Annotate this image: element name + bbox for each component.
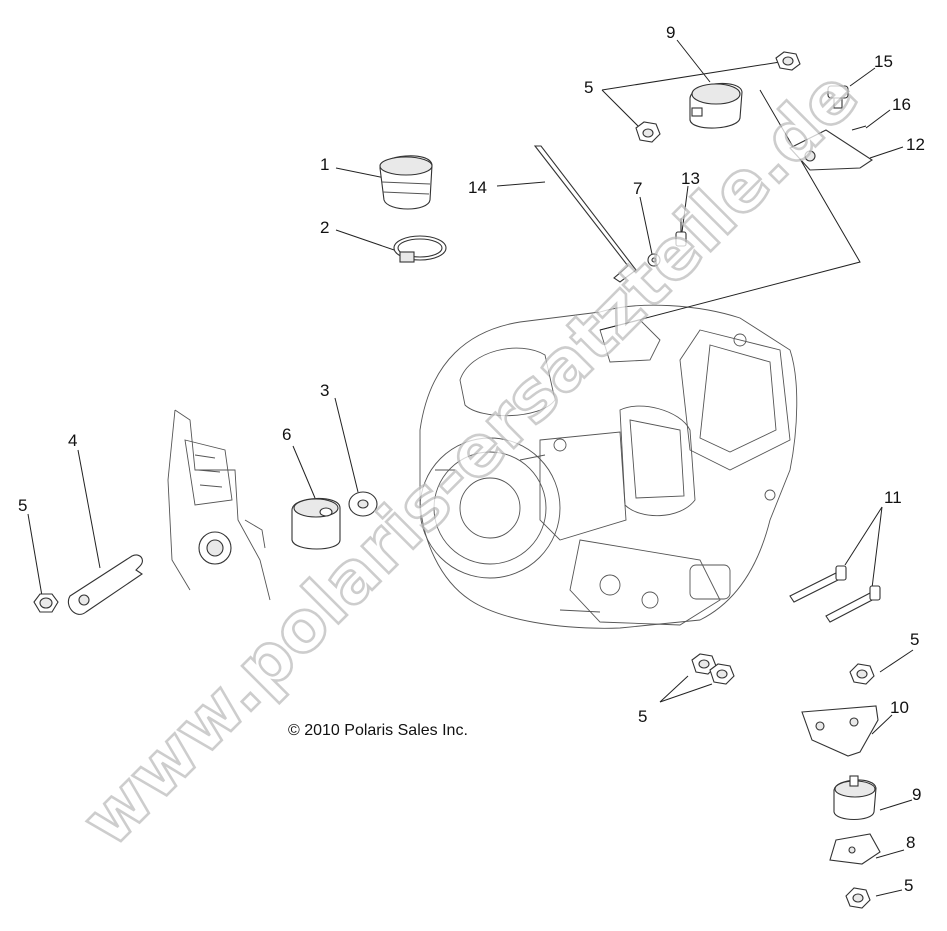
part-9-rubber-mount-lower	[833, 775, 877, 821]
callout-4: 4	[68, 431, 77, 450]
part-16-pin	[851, 125, 867, 131]
callout-8: 8	[906, 833, 915, 852]
part-7-washer	[647, 253, 661, 267]
part-2-hose-clamp	[393, 235, 447, 263]
part-5-nuts-lower	[691, 653, 735, 685]
part-5-nut-bottom	[845, 887, 871, 909]
callout-16: 16	[892, 95, 911, 114]
callout-5-lower: 5	[638, 707, 647, 726]
callout-9-top: 9	[666, 23, 675, 42]
callout-5-top: 5	[584, 78, 593, 97]
callout-1: 1	[320, 155, 329, 174]
callout-5-left: 5	[18, 496, 27, 515]
part-12-bracket	[789, 129, 873, 171]
part-14-rod	[533, 145, 637, 283]
callout-numbers: 1 2 3 4 5 6 7 13 14 5 9 15 16 12 11 5 10…	[18, 23, 925, 895]
part-10-bracket	[801, 705, 879, 757]
copyright-text: © 2010 Polaris Sales Inc.	[288, 722, 468, 739]
callout-11: 11	[884, 488, 902, 507]
part-8-plate	[829, 833, 881, 865]
part-5-nut-top-right	[775, 51, 801, 71]
part-11-bolts	[789, 565, 881, 623]
callout-15: 15	[874, 52, 893, 71]
watermark: www.polaris-ersatzteile.de	[66, 54, 874, 862]
callout-7: 7	[633, 179, 642, 198]
callout-9-lower: 9	[912, 785, 921, 804]
callout-10: 10	[890, 698, 909, 717]
part-13-bolt	[675, 218, 687, 247]
part-3-washer	[348, 491, 378, 517]
callout-13: 13	[681, 169, 700, 188]
part-9-rubber-mount-top	[689, 82, 743, 129]
callout-5-bottom: 5	[904, 876, 913, 895]
callout-14: 14	[468, 178, 487, 197]
callout-2: 2	[320, 218, 329, 237]
callout-6: 6	[282, 425, 291, 444]
part-5-nut-left	[33, 593, 59, 613]
part-5-nut-right	[849, 663, 875, 685]
part-1-intake-boot	[379, 155, 433, 210]
part-5-nut-top-left	[635, 121, 661, 143]
callout-12: 12	[906, 135, 925, 154]
callout-3: 3	[320, 381, 329, 400]
engine-assembly	[419, 304, 798, 629]
callout-5-right: 5	[910, 630, 919, 649]
frame-section	[167, 409, 271, 601]
part-15-bolt	[827, 85, 849, 109]
part-6-rubber-mount	[291, 497, 341, 550]
part-4-strap	[68, 554, 143, 615]
